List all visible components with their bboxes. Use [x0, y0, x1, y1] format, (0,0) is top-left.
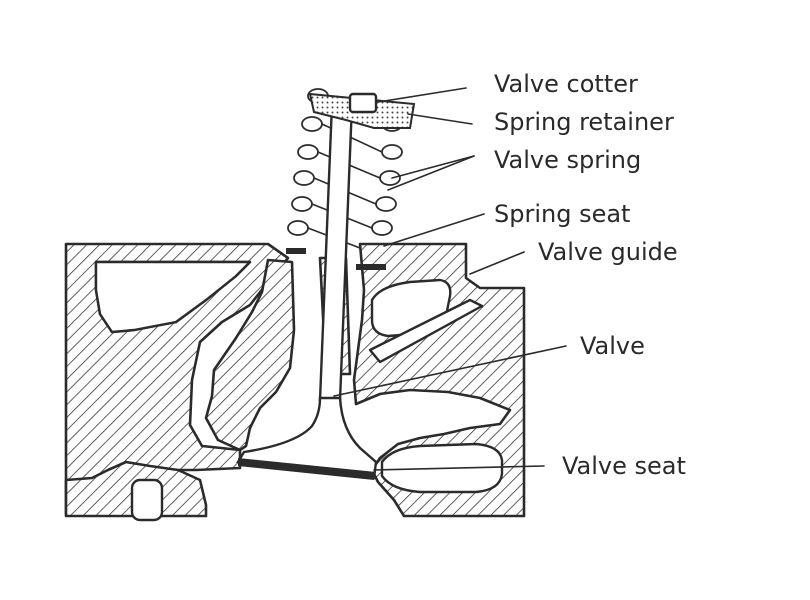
spring-seat-left	[286, 248, 306, 254]
bolt-hole	[130, 478, 164, 522]
valve-head	[236, 396, 378, 480]
intake-port-cavity	[94, 260, 252, 334]
coolant-passage	[368, 298, 484, 364]
label-valve: Valve	[580, 332, 645, 360]
label-valve-cotter: Valve cotter	[494, 70, 638, 98]
label-spring-seat: Spring seat	[494, 200, 630, 228]
valve-seat	[238, 458, 376, 480]
cylinder-head-section	[64, 242, 526, 522]
leader-lines	[333, 87, 567, 471]
spring-seat-right	[356, 264, 386, 270]
guide-boss-left	[204, 258, 296, 452]
label-valve-seat: Valve seat	[562, 452, 686, 480]
label-valve-guide: Valve guide	[538, 238, 678, 266]
valve-cotter	[348, 92, 378, 114]
label-spring-retainer: Spring retainer	[494, 108, 674, 136]
label-valve-spring: Valve spring	[494, 146, 641, 174]
